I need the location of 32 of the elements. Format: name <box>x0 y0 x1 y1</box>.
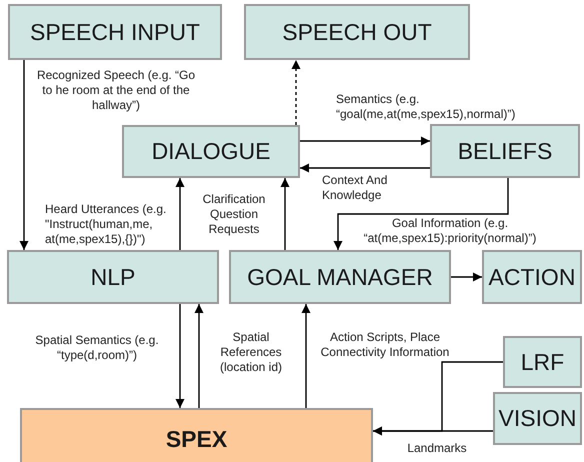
arrow <box>373 426 493 436</box>
process-box <box>430 124 580 178</box>
process-box <box>482 250 582 304</box>
box-label: BELIEFS <box>458 138 552 164</box>
process-box <box>8 4 222 60</box>
arrow <box>302 304 310 408</box>
arrow <box>280 178 290 250</box>
box-label: SPEECH OUT <box>282 18 432 46</box>
arrow <box>176 178 184 250</box>
arrow <box>176 304 184 408</box>
process-box <box>7 250 219 304</box>
box-label: LRF <box>520 348 564 376</box>
arrow <box>334 178 509 250</box>
process-box <box>244 4 470 60</box>
process-box <box>493 392 582 445</box>
box-label: VISION <box>498 405 576 432</box>
process-box <box>20 408 373 462</box>
box-label: SPEECH INPUT <box>30 18 200 46</box>
box-label: SPEX <box>166 426 228 452</box>
box-label: GOAL MANAGER <box>247 264 433 290</box>
process-box <box>229 250 451 304</box>
box-label: DIALOGUE <box>152 138 270 165</box>
arrow <box>292 60 300 125</box>
arrow <box>300 136 430 146</box>
arrow <box>300 164 430 172</box>
arrow <box>451 272 482 282</box>
box-label: NLP <box>90 264 136 290</box>
box-label: ACTION <box>488 264 576 290</box>
arrow <box>194 304 204 408</box>
process-box <box>122 125 300 178</box>
process-box <box>503 336 582 388</box>
arrow <box>20 60 28 250</box>
